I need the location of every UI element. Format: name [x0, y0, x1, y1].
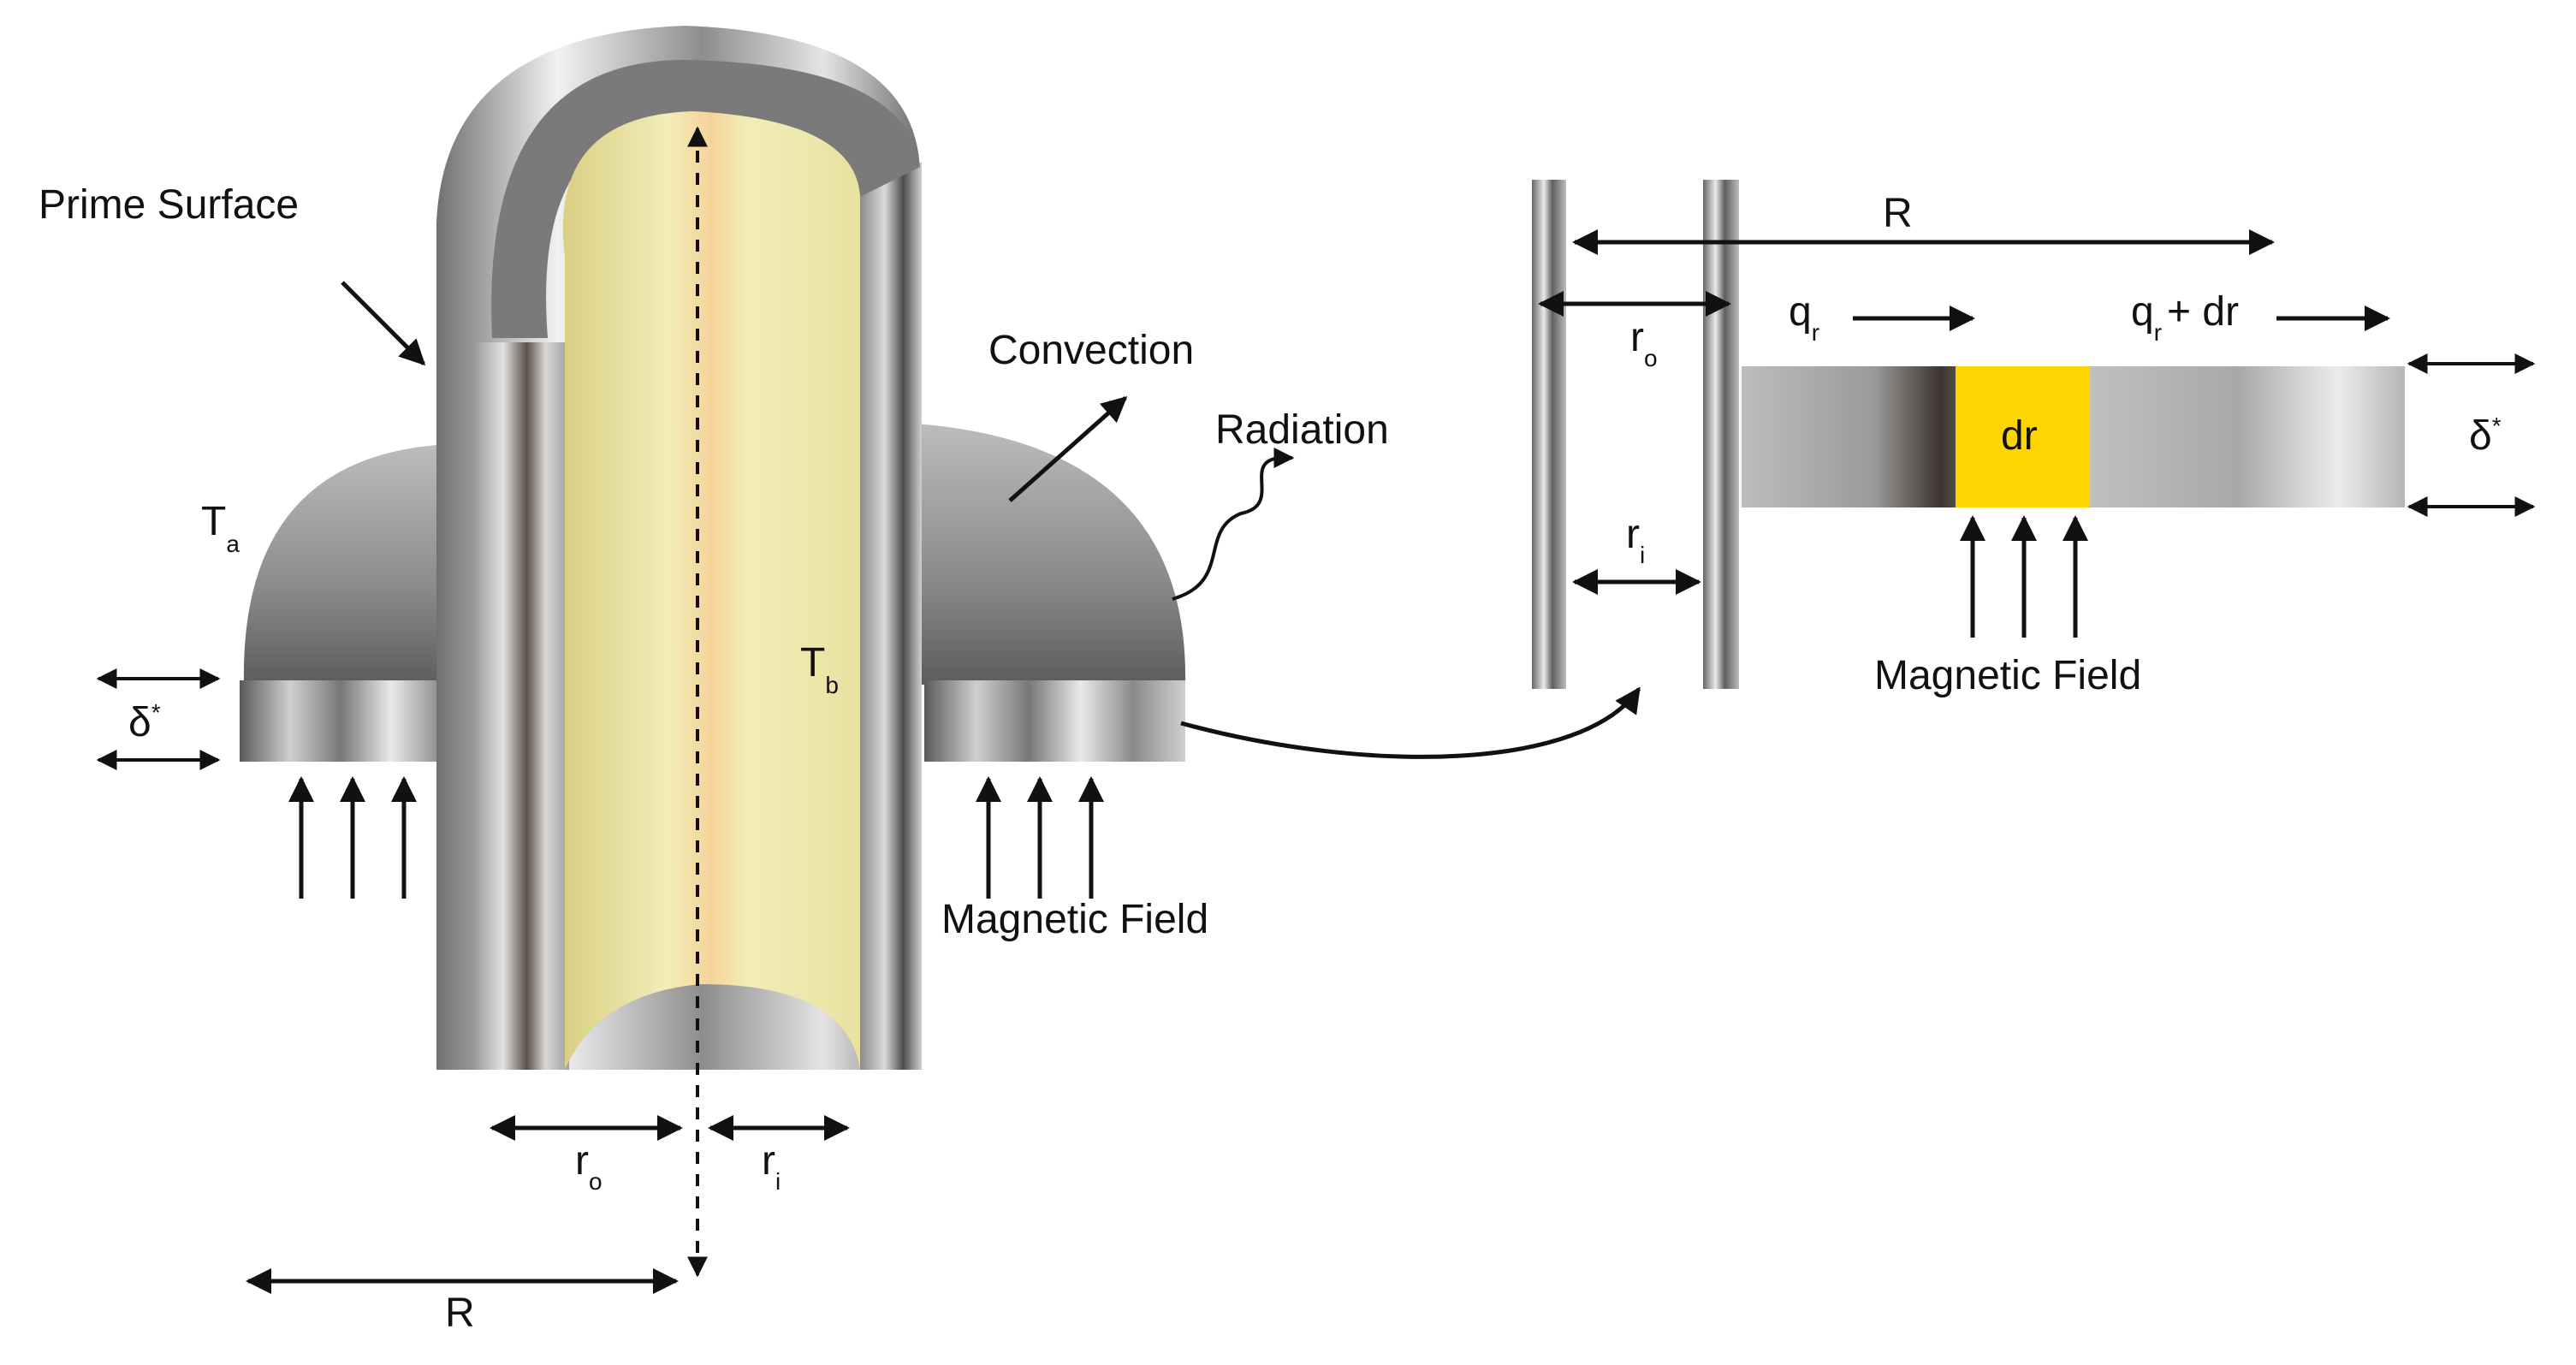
ro-label-left: ro: [575, 1138, 602, 1195]
fin-dome-right: [916, 424, 1186, 685]
R-label-left: R: [445, 1291, 475, 1336]
magnetic-field-label-right: Magnetic Field: [1874, 653, 2141, 698]
R-label-right: R: [1883, 191, 1913, 236]
prime-surface-label: Prime Surface: [39, 182, 299, 228]
ro-label-right: ro: [1630, 315, 1658, 371]
tube-wall-left: [475, 342, 569, 1070]
convection-arrow: [1008, 396, 1128, 502]
outer-plate: [1703, 180, 1739, 689]
magnetic-field-label-left: Magnetic Field: [941, 897, 1208, 942]
right-figure: dr R ro ri qr qr+ dr δ* Magnetic Field: [1532, 180, 2536, 698]
tube-wall-right: [860, 163, 922, 1070]
inner-core: [562, 111, 860, 1070]
ta-label: Ta: [201, 499, 240, 557]
tube-top-opening: [491, 60, 920, 338]
fin-dome-left: [243, 445, 445, 685]
convection-label: Convection: [988, 328, 1194, 373]
q-label: qr: [1789, 289, 1819, 346]
dr-element: [1956, 366, 2090, 507]
delta-label-left: δ*: [128, 699, 161, 745]
dr-label: dr: [2001, 413, 2038, 459]
fin-band-right: [924, 680, 1185, 762]
prime-surface-arrow: [341, 281, 426, 366]
radiation-wavy-arrow: [1172, 448, 1295, 601]
ri-label-right: ri: [1626, 512, 1645, 568]
q-plus-dr-label: qr+ dr: [2131, 289, 2239, 346]
ri-label-left: ri: [762, 1138, 781, 1195]
delta-label-right: δ*: [2469, 412, 2502, 459]
left-figure: Prime Surface Convection Radiation Ta Tb…: [39, 26, 1641, 1336]
connector-arrow: [1180, 686, 1641, 759]
radiation-label: Radiation: [1215, 407, 1389, 453]
tb-label: Tb: [800, 640, 839, 698]
inner-plate: [1532, 180, 1566, 689]
